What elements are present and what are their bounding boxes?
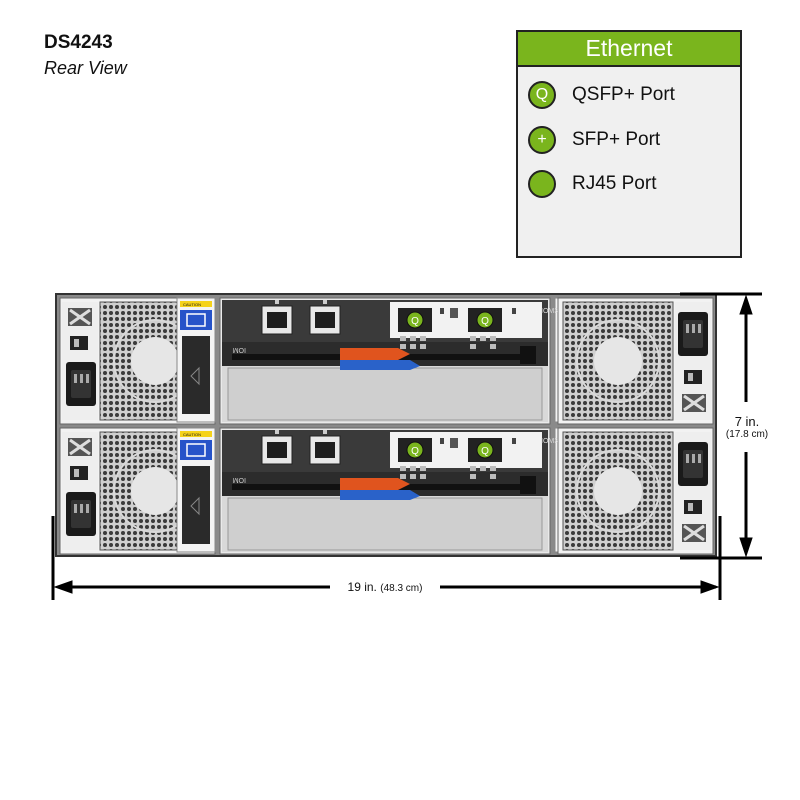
height-main: 7 in.: [734, 414, 760, 429]
width-label: 19 in. (48.3 cm): [330, 580, 440, 594]
rj45-port-icon: [528, 170, 556, 198]
caution-text-1: CAUTION: [183, 302, 201, 307]
legend-label-sfp: SFP+ Port: [572, 129, 661, 150]
height-metric: (17.8 cm): [725, 429, 769, 440]
caution-label-bottom-left: [176, 427, 216, 553]
page-subtitle: Rear View: [44, 58, 127, 78]
width-main: 19 in.: [347, 580, 377, 594]
legend-title: Ethernet: [518, 32, 740, 67]
ethernet-legend: Ethernet Q QSFP+ Port + SFP+ Port RJ45 P…: [516, 30, 742, 258]
caution-label-top-left: [176, 297, 216, 423]
psu-top-right: [556, 296, 715, 426]
iom-module-bottom: [219, 427, 551, 555]
iom-label-top: IOM3: [541, 308, 558, 315]
caution-text-2: CAUTION: [183, 432, 201, 437]
page-title: DS4243: [44, 32, 113, 53]
height-dimension: [680, 292, 762, 560]
iom-module-top: [219, 297, 551, 425]
width-metric: (48.3 cm): [380, 583, 423, 594]
legend-item-sfp: + SFP+ Port: [528, 124, 660, 156]
psu-bottom-right: [556, 426, 715, 556]
sfp-port-icon: +: [528, 126, 556, 154]
legend-label-qsfp: QSFP+ Port: [572, 84, 675, 105]
iom-label-bottom: IOM3: [541, 438, 558, 445]
legend-label-rj45: RJ45 Port: [572, 173, 657, 194]
height-label: 7 in. (17.8 cm): [718, 414, 776, 440]
legend-item-rj45: RJ45 Port: [528, 168, 656, 200]
qsfp-port-icon: Q: [528, 81, 556, 109]
legend-item-qsfp: Q QSFP+ Port: [528, 79, 675, 111]
width-dimension: [51, 516, 722, 600]
